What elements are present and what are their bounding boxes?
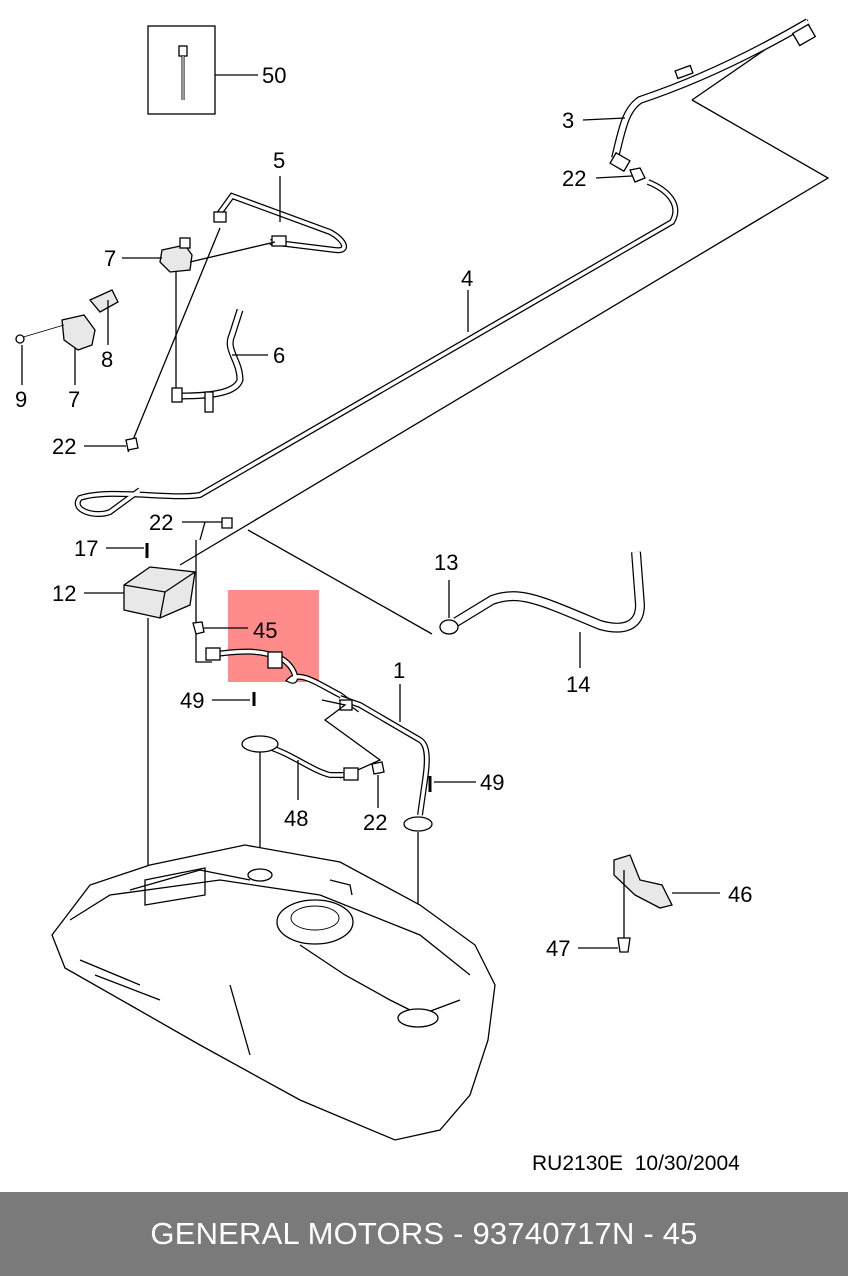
callout-12: 12 <box>52 581 76 606</box>
bolt-47 <box>617 937 631 953</box>
pipe-5 <box>213 192 347 254</box>
callout-7-lower: 7 <box>68 387 80 412</box>
part-50-cable-tie <box>178 45 188 100</box>
callout-7-upper: 7 <box>104 246 116 271</box>
canister-12 <box>123 566 196 866</box>
bracket-8 <box>88 289 119 345</box>
callout-22-left: 22 <box>52 434 76 459</box>
pipe-3 <box>609 18 817 173</box>
drawing-code: RU2130E <box>532 1152 624 1175</box>
clip-22-top <box>629 167 646 183</box>
bolt-9 <box>15 324 65 385</box>
callout-22-top: 22 <box>562 166 586 191</box>
callout-4: 4 <box>461 266 473 291</box>
valve-7-lower <box>61 314 96 385</box>
parts-diagram: 50 3 22 5 7 4 8 6 9 7 22 22 17 13 12 45 … <box>15 18 830 1141</box>
callout-17: 17 <box>74 536 98 561</box>
hose-14 <box>453 551 646 633</box>
callout-5: 5 <box>273 148 285 173</box>
clip-22-mid <box>221 517 233 529</box>
callout-8: 8 <box>101 347 113 372</box>
callout-9: 9 <box>15 387 27 412</box>
callout-14: 14 <box>566 672 590 697</box>
callout-47: 47 <box>546 936 570 961</box>
callout-46: 46 <box>728 882 752 907</box>
callout-1: 1 <box>393 658 405 683</box>
drawing-date: 10/30/2004 <box>634 1152 740 1175</box>
bracket-46 <box>613 854 673 938</box>
footer-ref: N - 45 <box>611 1216 698 1251</box>
callout-22-mid: 22 <box>149 510 173 535</box>
callout-49-right: 49 <box>480 770 504 795</box>
pipe-4 <box>74 179 679 518</box>
drawing-reference: RU2130E 10/30/2004 <box>532 1152 740 1176</box>
fuel-tank <box>51 844 496 1141</box>
valve-7-upper <box>159 237 193 392</box>
hose-6 <box>171 308 244 413</box>
callout-6: 6 <box>273 343 285 368</box>
callout-13: 13 <box>434 550 458 575</box>
callout-49-left: 49 <box>180 688 204 713</box>
footer-text: GENERAL MOTORS - 93740717 N - 45 <box>150 1216 698 1251</box>
footer-bar: GENERAL MOTORS - 93740717 N - 45 <box>0 1192 848 1276</box>
callout-45: 45 <box>253 618 277 643</box>
clip-22-left <box>125 437 139 451</box>
clamp-13 <box>439 580 459 635</box>
pipe-45 <box>192 621 362 713</box>
footer-part-number: 93740717 <box>472 1216 612 1251</box>
callout-50: 50 <box>262 63 286 88</box>
callout-3: 3 <box>562 108 574 133</box>
callout-48: 48 <box>284 806 308 831</box>
pipe-1 <box>321 695 430 816</box>
callout-22-bottom: 22 <box>363 810 387 835</box>
footer-brand: GENERAL MOTORS <box>150 1216 445 1251</box>
